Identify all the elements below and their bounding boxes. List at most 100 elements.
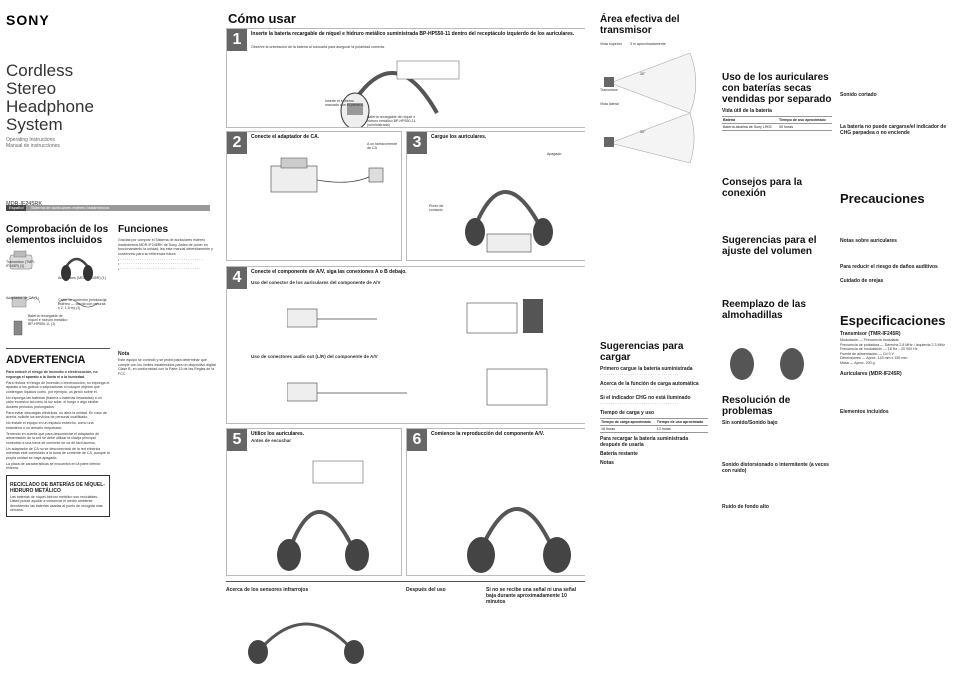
spec-row: Modulación — Frecuencia modulada (840, 338, 899, 342)
charge-h3-text: · · · · · · · · · · · · · · · · · · · · … (600, 402, 679, 406)
trouble-title: Resolución de problemas (722, 395, 791, 417)
warning-p1: Para reducir el riesgo de incendio o ele… (6, 380, 110, 394)
charge-table-h1: Tiempo de carga aproximado (600, 417, 656, 426)
warning-p3: Para evitar descargas eléctricas, no abr… (6, 410, 107, 420)
warning-body: Para reducir el riesgo de incendio o ele… (6, 370, 110, 471)
area-diagram (604, 52, 697, 164)
nosignal-title: Si no se recibe una señal ni una señal b… (486, 587, 577, 605)
chg-title: La batería no puede cargarse/el indicado… (840, 124, 947, 136)
pads-illustration (730, 348, 804, 380)
adjust-title: Sugerencias para el ajuste del volumen (722, 235, 817, 257)
divider (6, 348, 110, 349)
step-2: 2 Conecte el adaptador de CA. A un tomac… (226, 131, 402, 261)
language-bar-text: Sistema de auriculares estéreo inalámbri… (30, 205, 110, 210)
no-signal-section: Si no se recibe una señal ni una señal b… (486, 584, 585, 606)
infra-section: Acerca de los sensores infrarrojos (226, 584, 396, 669)
headphone-band (64, 257, 89, 268)
spec-title: Especificaciones (840, 313, 946, 328)
spec-label: Fuente de alimentación (840, 351, 878, 356)
language-tab: Español (6, 205, 27, 211)
recycle-box: RECICLADO DE BATERÍAS DE NÍQUEL-HIDRURO … (6, 474, 110, 517)
dry-title: Uso de los auriculares con baterías seca… (722, 72, 832, 105)
spec-label: Masa (840, 360, 849, 365)
step-2-number: 2 (227, 132, 247, 154)
battery-table-h1: Batería (722, 116, 779, 124)
warning-p6: Un adaptador de CA no se desconectará de… (6, 446, 110, 460)
warning-section: ADVERTENCIA Para reducir el riesgo de in… (6, 345, 110, 677)
model-number: MDR-IF245RK (6, 201, 43, 207)
warning-p2: No exponga las baterías (batería o bater… (6, 395, 102, 409)
charge-section: Sugerencias para cargar Primero cargue l… (600, 335, 708, 467)
spec-value: Frecuencia modulada (863, 338, 899, 342)
ac-adapter-shape (11, 296, 27, 308)
trouble-h3: Ruido de fondo alto (722, 504, 769, 510)
funciones-column: Funciones Gracias por comprar el Sistema… (118, 218, 216, 677)
infra-title: Acerca de los sensores infrarrojos (226, 587, 309, 593)
charge-h2: Acerca de la función de carga automática (600, 380, 699, 387)
step-1: 1 Inserte la batería recargable de níque… (226, 28, 585, 128)
cover-column: SONY Cordless Stereo Headphone System Op… (0, 0, 108, 677)
charge-table-v1: 16 horas (600, 424, 656, 433)
spec-row: Fuente de alimentación — Cd 9 V (840, 351, 894, 356)
step-4: 4 Conecte el componente de A/V, siga las… (226, 266, 585, 424)
spec-label: Frecuencia de modulación (840, 347, 883, 351)
angle-top: 30° (640, 72, 646, 76)
funciones-list: • · · · · · · · · · · · · · · · · · · · … (118, 257, 203, 271)
nota-title: Nota (118, 351, 130, 357)
noise-h: Para reducir el riesgo de daños auditivo… (840, 264, 938, 270)
infra-illustration (248, 622, 364, 664)
step-2-cap: A un tomacorriente de CA (367, 142, 398, 151)
charge-h3: Si el indicador CHG no está iluminado (600, 395, 691, 401)
funciones-title: Funciones (118, 224, 169, 235)
step-1-illustration (340, 60, 460, 127)
howto-title: Cómo usar (228, 11, 296, 26)
step-3-number: 3 (407, 132, 427, 154)
dry-life: Vida útil de la batería (722, 108, 772, 114)
step-1-note: Observe la orientación de la batería al … (251, 45, 386, 49)
step-3-illustration (465, 190, 553, 253)
item-headphones: Auriculares (MDR-IF245R) (1) (58, 276, 106, 280)
subtitles: Operating Instructions Manual de instruc… (6, 137, 102, 149)
step-3-cap1: Apagado (547, 152, 562, 156)
sony-logo: SONY (6, 12, 50, 28)
vista-superior: Vista superior (600, 42, 622, 46)
item-battery: Batería recargable de níquel e hidruro m… (28, 314, 68, 327)
step-2-illustration (270, 157, 384, 193)
transmisor-label: Transmisor (600, 88, 618, 92)
warning-title: ADVERTENCIA (6, 354, 86, 366)
step-5-illustration (277, 460, 369, 571)
step-4b-label: Uso de conectores audio out (L/R) del co… (251, 354, 378, 359)
step-5: 5 Utilice los auriculares. Antes de escu… (226, 428, 402, 576)
warning-p4: No instale el equipo en un espacio estre… (6, 421, 94, 430)
prec-title: Precauciones (840, 191, 925, 206)
angle-side: 30° (640, 130, 646, 134)
spec-label: Frecuencia de portadora (840, 342, 880, 347)
how-to-use-section: Cómo usar 1 Inserte la batería recargabl… (218, 0, 585, 677)
spec-row: Frecuencia de modulación — 18 Hz – 20 00… (840, 347, 918, 351)
sonido-cortado: Sonido cortado (840, 92, 877, 98)
spec-row: Dimensiones — Aprox. 143 mm x 155 mm (840, 356, 908, 360)
specs-column: Sonido cortado La batería no puede carga… (840, 0, 950, 677)
warning-p5: Teniendo en cuenta que para desconectar … (6, 431, 100, 445)
step-3-cap2: Punto de contacto (429, 204, 444, 213)
charge-h1-text: · · · · · · · · · · · · · · · · · · · · … (600, 373, 679, 377)
step-4-number: 4 (227, 267, 247, 289)
step-3: 3 Cargue los auriculares. Apagado Punto … (406, 131, 585, 261)
item-transmitter: Transmisor (TMR-IF245R) (1) (6, 260, 36, 269)
product-title-line2: Headphone System (6, 97, 94, 134)
step-1-cap2: Batería recargable de níquel e hidruro m… (367, 115, 416, 128)
charge-h5: Para recargar la batería suministrada de… (600, 435, 689, 448)
step-6-title: Comience la reproducción del componente … (431, 431, 544, 437)
language-bar: Español Sistema de auriculares estéreo i… (6, 205, 210, 211)
charge-table-h2: Tiempo de uso aproximado (655, 417, 708, 426)
step-4a-label: Uso del conector de los auriculares del … (251, 280, 381, 285)
item-cable: Cable de conexión (miniclavija estéreo —… (58, 298, 107, 311)
spec-row: Masa — Aprox. 200 g (840, 360, 875, 365)
inc-h: Elementos incluidos (840, 409, 889, 415)
trouble-h1: Sin sonido/Sonido bajo (722, 420, 778, 426)
charge-h2-text: · · · · · · · · · · · · · · · · · · · · … (600, 387, 679, 392)
spec-value: Cd 9 V (882, 351, 894, 356)
included-section: Comprobación de los elementos incluidos … (6, 218, 110, 677)
nota-text: Este equipo se controló y se probó para … (118, 358, 216, 376)
